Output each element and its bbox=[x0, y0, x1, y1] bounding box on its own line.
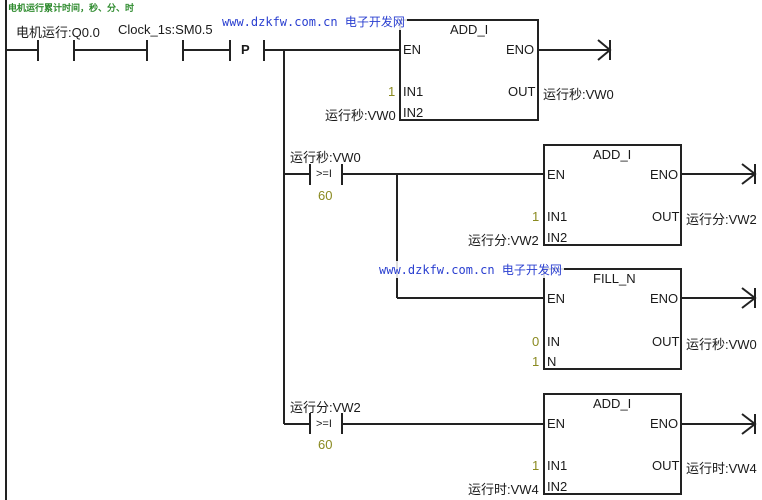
pin-in2: IN2 bbox=[547, 230, 568, 245]
in2-operand[interactable]: 运行分:VW2 bbox=[468, 233, 539, 248]
compare-value[interactable]: 60 bbox=[318, 437, 333, 452]
compare-operator[interactable]: >=I bbox=[316, 418, 332, 430]
in1-constant[interactable]: 1 bbox=[532, 458, 540, 473]
compare-operand[interactable]: 运行秒:VW0 bbox=[290, 150, 361, 165]
pin-eno: ENO bbox=[650, 291, 679, 306]
pin-n: N bbox=[547, 354, 557, 369]
pin-en: EN bbox=[403, 42, 422, 57]
pin-out: OUT bbox=[652, 209, 680, 224]
pin-en: EN bbox=[547, 167, 566, 182]
out-operand[interactable]: 运行分:VW2 bbox=[686, 212, 757, 227]
out-operand[interactable]: 运行秒:VW0 bbox=[686, 337, 757, 352]
positive-edge-contact[interactable]: P bbox=[241, 42, 250, 57]
contact-motor-run-label: 电机运行:Q0.0 bbox=[16, 25, 100, 40]
pin-out: OUT bbox=[652, 458, 680, 473]
in-constant[interactable]: 0 bbox=[532, 334, 540, 349]
block-title: ADD_I bbox=[593, 396, 632, 411]
contact-motor-run[interactable] bbox=[36, 38, 76, 62]
contact-clock-label: Clock_1s:SM0.5 bbox=[118, 22, 213, 37]
compare-operator[interactable]: >=I bbox=[316, 168, 332, 180]
block-add-i-minutes[interactable] bbox=[543, 144, 682, 246]
block-add-i-hours[interactable] bbox=[543, 393, 682, 495]
pin-in2: IN2 bbox=[403, 105, 424, 120]
pin-in1: IN1 bbox=[403, 84, 424, 99]
pin-in: IN bbox=[547, 334, 560, 349]
pin-in1: IN1 bbox=[547, 458, 568, 473]
pin-eno: ENO bbox=[650, 167, 679, 182]
pin-en: EN bbox=[547, 416, 566, 431]
block-fill-n[interactable] bbox=[543, 268, 682, 370]
out-operand[interactable]: 运行时:VW4 bbox=[686, 461, 757, 476]
pin-in2: IN2 bbox=[547, 479, 568, 494]
block-add-i-seconds[interactable] bbox=[399, 19, 539, 121]
compare-operand[interactable]: 运行分:VW2 bbox=[290, 400, 361, 415]
network-comment: 电机运行累计时间，秒、分、时 bbox=[8, 3, 135, 13]
pin-eno: ENO bbox=[650, 416, 679, 431]
block-title: FILL_N bbox=[593, 271, 636, 286]
watermark: www.dzkfw.com.cn 电子开发网 bbox=[220, 13, 407, 30]
compare-value[interactable]: 60 bbox=[318, 188, 333, 203]
contact-clock[interactable] bbox=[145, 38, 185, 62]
block-title: ADD_I bbox=[593, 147, 632, 162]
pin-out: OUT bbox=[508, 84, 536, 99]
in2-operand[interactable]: 运行秒:VW0 bbox=[325, 108, 396, 123]
in1-constant[interactable]: 1 bbox=[388, 84, 396, 99]
block-title: ADD_I bbox=[450, 22, 489, 37]
in2-operand[interactable]: 运行时:VW4 bbox=[468, 482, 539, 497]
in1-constant[interactable]: 1 bbox=[532, 209, 540, 224]
pin-in1: IN1 bbox=[547, 209, 568, 224]
pin-eno: ENO bbox=[506, 42, 535, 57]
watermark: www.dzkfw.com.cn 电子开发网 bbox=[377, 261, 564, 278]
out-operand[interactable]: 运行秒:VW0 bbox=[543, 87, 614, 102]
n-constant[interactable]: 1 bbox=[532, 354, 540, 369]
pin-out: OUT bbox=[652, 334, 680, 349]
pin-en: EN bbox=[547, 291, 566, 306]
